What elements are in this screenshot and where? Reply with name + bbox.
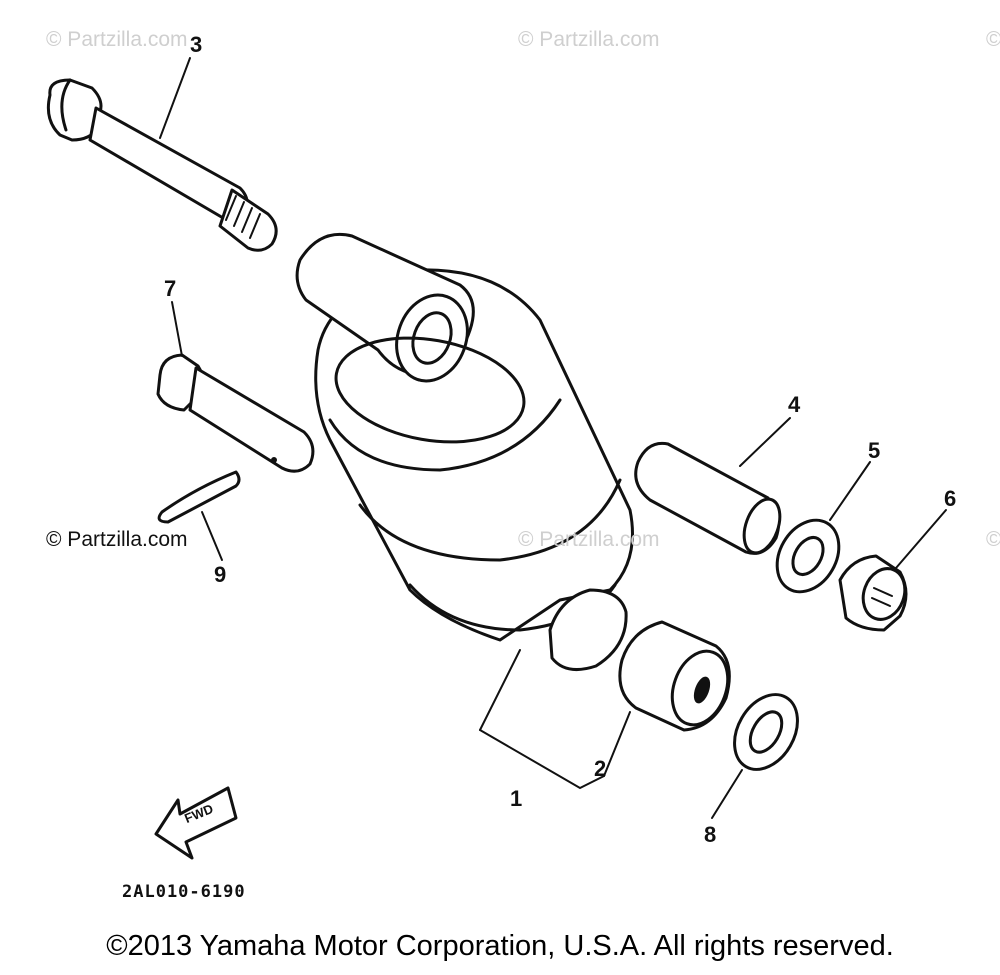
callout-8: 8: [704, 822, 717, 847]
shock-absorber-part-1: [295, 232, 634, 672]
cotter-pin-part-9: [157, 470, 241, 524]
watermark-mid-left: © Partzilla.com: [46, 528, 188, 551]
watermark-top-center: © Partzilla.com: [518, 28, 660, 51]
watermark-mid-right: ©: [986, 528, 1000, 551]
leader-lines: [159, 57, 947, 819]
callout-7: 7: [164, 276, 177, 301]
watermark-mid-center: © Partzilla.com: [518, 528, 660, 551]
washer-part-5: [775, 518, 841, 594]
copyright-notice: ©2013 Yamaha Motor Corporation, U.S.A. A…: [106, 930, 894, 962]
fwd-arrow-icon: [154, 786, 238, 860]
callout-6: 6: [944, 486, 957, 511]
callout-3: 3: [190, 32, 203, 57]
collar-part-2: [618, 620, 731, 732]
callout-4: 4: [788, 392, 801, 417]
callout-5: 5: [868, 438, 881, 463]
watermark-top-right: ©: [986, 28, 1000, 51]
watermark-top-left: © Partzilla.com: [46, 28, 188, 51]
callout-2: 2: [594, 756, 607, 781]
nut-part-6: [838, 554, 908, 632]
callout-9: 9: [214, 562, 227, 587]
bolt-part-3: [46, 78, 278, 252]
diagram-code: 2AL010-6190: [122, 882, 246, 902]
washer-part-8: [733, 693, 799, 771]
callout-1: 1: [510, 786, 523, 811]
spacer-part-4: [634, 441, 782, 555]
pin-part-7: [156, 353, 315, 473]
